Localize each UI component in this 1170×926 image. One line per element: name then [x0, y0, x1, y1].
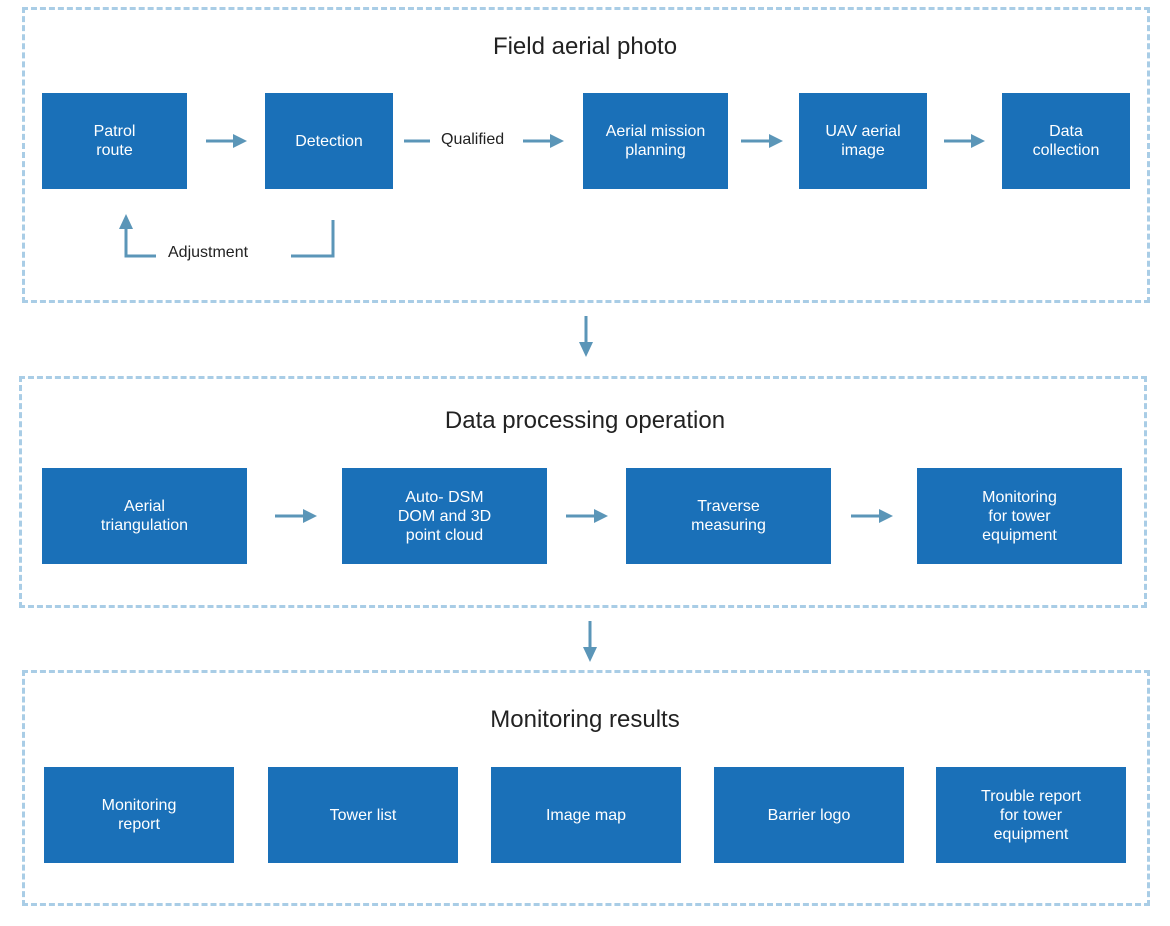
node-barrier-logo: Barrier logo — [714, 767, 904, 863]
node-trouble-report-tower-equipment: Trouble report for tower equipment — [936, 767, 1126, 863]
node-detection: Detection — [265, 93, 393, 189]
node-patrol-route: Patrol route — [42, 93, 187, 189]
node-monitoring-tower-equipment: Monitoring for tower equipment — [917, 468, 1122, 564]
node-tower-list: Tower list — [268, 767, 458, 863]
arrow-processing-to-results — [583, 621, 597, 662]
edge-label-adjustment: Adjustment — [168, 244, 249, 261]
node-aerial-triangulation: Aerial triangulation — [42, 468, 247, 564]
node-auto-dsm-dom-3d-point-cloud: Auto- DSM DOM and 3D point cloud — [342, 468, 547, 564]
arrow-field-to-processing — [579, 316, 593, 357]
section-title-monitoring-results: Monitoring results — [490, 706, 680, 733]
edge-label-qualified: Qualified — [441, 131, 505, 148]
section-title-data-processing-operation: Data processing operation — [444, 407, 726, 434]
node-monitoring-report: Monitoring report — [44, 767, 234, 863]
panel-data-processing-operation — [19, 376, 1147, 608]
panel-monitoring-results — [22, 670, 1150, 906]
node-image-map: Image map — [491, 767, 681, 863]
node-traverse-measuring: Traverse measuring — [626, 468, 831, 564]
panel-field-aerial-photo — [22, 7, 1150, 303]
node-aerial-mission-planning: Aerial mission planning — [583, 93, 728, 189]
node-data-collection: Data collection — [1002, 93, 1130, 189]
section-title-field-aerial-photo: Field aerial photo — [492, 33, 678, 60]
node-uav-aerial-image: UAV aerial image — [799, 93, 927, 189]
